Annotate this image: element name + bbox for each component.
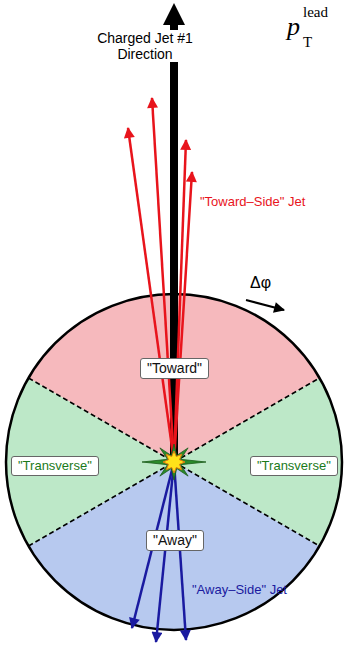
delta-phi-arrow — [246, 300, 284, 310]
jet-label: "Away–Side" Jet — [192, 583, 287, 598]
collision-point — [163, 451, 185, 473]
axis-title: Charged Jet #1 Direction — [80, 30, 210, 62]
angle-label: Δφ — [250, 274, 271, 292]
region-name: "Away" — [153, 532, 197, 549]
away-particle-arrow — [156, 462, 174, 642]
jet-label: "Toward–Side" Jet — [200, 195, 305, 210]
away-particle-arrow — [174, 462, 186, 640]
region-label-box: "Toward" — [140, 358, 209, 379]
region-label-box: "Transverse" — [250, 456, 338, 476]
toward-particle-arrow — [152, 98, 174, 462]
symbol-letter: p — [287, 12, 300, 42]
symbol-subscript: T — [303, 34, 312, 51]
region-label-box: "Away" — [146, 530, 204, 551]
jet-direction-arrow — [163, 3, 185, 462]
transverse-burst — [142, 444, 206, 480]
toward-particle-arrow — [174, 172, 192, 462]
region-name: "Toward" — [147, 360, 202, 377]
region-name: "Transverse" — [18, 458, 92, 474]
region-name: "Transverse" — [257, 458, 331, 474]
symbol-superscript: lead — [303, 4, 328, 21]
toward-particle-arrow — [128, 128, 174, 462]
region-label-box: "Transverse" — [11, 456, 99, 476]
